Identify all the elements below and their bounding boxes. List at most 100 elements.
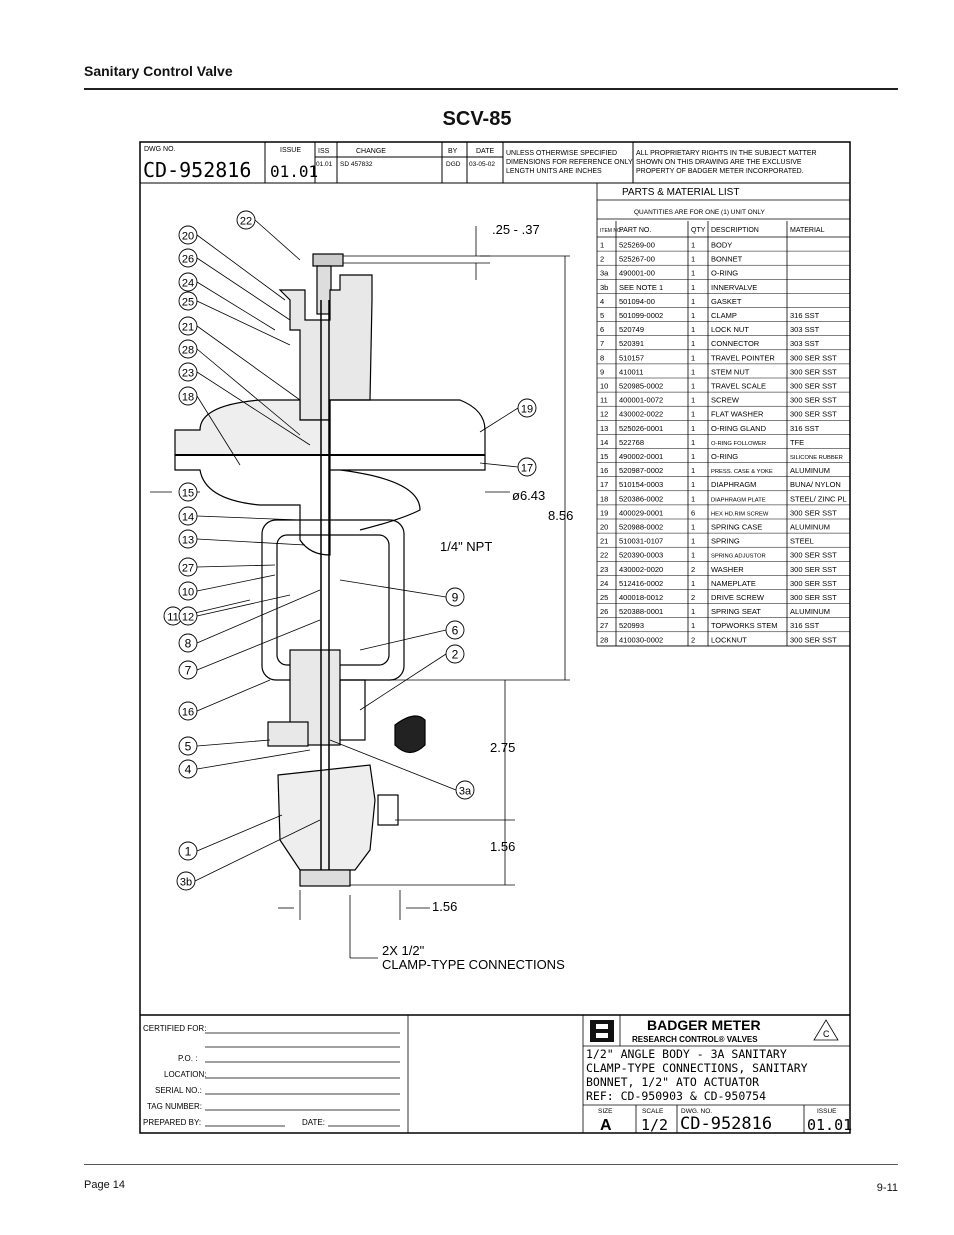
parts-cell: 7 bbox=[600, 339, 604, 348]
parts-cell: 15 bbox=[600, 452, 608, 461]
balloon-label: 22 bbox=[240, 216, 252, 228]
balloon-circle bbox=[178, 660, 198, 680]
parts-cell: STEEL bbox=[790, 537, 814, 546]
header-rule bbox=[84, 88, 898, 90]
parts-cell: TFE bbox=[790, 438, 804, 447]
balloon-label: 27 bbox=[182, 563, 194, 575]
parts-cell: 525267-00 bbox=[619, 255, 655, 264]
balloon-circle bbox=[178, 362, 198, 382]
parts-cell: 400018-0012 bbox=[619, 593, 663, 602]
balloon-label: 25 bbox=[182, 297, 194, 309]
parts-cell: 18 bbox=[600, 494, 608, 503]
parts-cell: 520388-0001 bbox=[619, 607, 663, 616]
balloon-leader bbox=[196, 300, 291, 346]
footer-rule bbox=[84, 1164, 898, 1165]
parts-cell: 17 bbox=[600, 480, 608, 489]
balloon-label: 8 bbox=[185, 637, 192, 651]
balloon-label: 19 bbox=[521, 404, 533, 416]
conn-line-2: CLAMP-TYPE CONNECTIONS bbox=[382, 957, 565, 972]
balloon-label: 5 bbox=[185, 740, 192, 754]
issue-value: 01.01 bbox=[270, 162, 318, 181]
balloon-label: 1 bbox=[185, 845, 192, 859]
balloon-label: 12 bbox=[182, 612, 194, 624]
parts-cell: BONNET bbox=[711, 255, 743, 264]
balloon-circle bbox=[178, 316, 198, 336]
parts-cell: 1 bbox=[691, 537, 695, 546]
dwg-no: CD-952816 bbox=[143, 158, 251, 182]
parts-cell: 1 bbox=[691, 480, 695, 489]
issue-label-2: ISSUE bbox=[817, 1108, 837, 1115]
parts-cell: 520390-0003 bbox=[619, 551, 663, 560]
company-name: BADGER METER bbox=[647, 1017, 761, 1033]
prepared-by-label: PREPARED BY: bbox=[143, 1118, 201, 1127]
parts-cell: SILICONE RUBBER bbox=[790, 455, 843, 461]
parts-cell: 316 SST bbox=[790, 424, 820, 433]
parts-cell: 430002-0022 bbox=[619, 410, 663, 419]
parts-cell: 13 bbox=[600, 424, 608, 433]
prop-3: PROPERTY OF BADGER METER INCORPORATED. bbox=[636, 168, 804, 175]
parts-header-cell: QTY bbox=[691, 227, 706, 234]
balloon-circle bbox=[178, 272, 198, 292]
dim-mid: 2.75 bbox=[490, 740, 515, 755]
balloon-label: 3a bbox=[459, 786, 472, 798]
parts-cell: DRIVE SCREW bbox=[711, 593, 765, 602]
parts-cell: 300 SER SST bbox=[790, 593, 837, 602]
balloon-label: 2 bbox=[452, 648, 459, 662]
parts-cell: 24 bbox=[600, 579, 608, 588]
parts-cell: SPRING CASE bbox=[711, 523, 762, 532]
parts-header-cell: DESCRIPTION bbox=[711, 227, 759, 234]
dwg-label: DWG. NO. bbox=[681, 1108, 712, 1115]
parts-cell: 1 bbox=[691, 494, 695, 503]
balloon-label: 14 bbox=[182, 512, 194, 524]
parts-cell: HEX HD.RIM SCREW bbox=[711, 511, 769, 517]
parts-cell: 25 bbox=[600, 593, 608, 602]
parts-cell: LOCKNUT bbox=[711, 635, 747, 644]
parts-cell: 16 bbox=[600, 466, 608, 475]
balloon-leader bbox=[196, 371, 311, 446]
balloon-leader bbox=[196, 348, 301, 436]
parts-cell: O-RING FOLLOWER bbox=[711, 441, 766, 447]
balloon-circle bbox=[455, 780, 475, 800]
balloon-circle bbox=[178, 248, 198, 268]
parts-cell: 8 bbox=[600, 353, 604, 362]
parts-cell: 525269-00 bbox=[619, 241, 655, 250]
parts-cell: GASKET bbox=[711, 297, 742, 306]
valve-cross-section bbox=[174, 253, 486, 887]
parts-cell: 22 bbox=[600, 551, 608, 560]
balloon-leader bbox=[329, 739, 457, 791]
certification-block bbox=[140, 1014, 850, 1133]
balloon-leader bbox=[196, 395, 241, 466]
by-label: BY bbox=[448, 148, 458, 155]
parts-cell: 1 bbox=[691, 255, 695, 264]
row-date: 03-05-02 bbox=[469, 161, 495, 168]
balloon-circle bbox=[178, 736, 198, 756]
balloon-circle bbox=[517, 398, 537, 418]
parts-cell: 1 bbox=[691, 297, 695, 306]
balloon-leader bbox=[196, 257, 291, 321]
parts-cell: 12 bbox=[600, 410, 608, 419]
parts-cell: 300 SER SST bbox=[790, 353, 837, 362]
parts-cell: SPRING SEAT bbox=[711, 607, 761, 616]
balloon-circle bbox=[178, 529, 198, 549]
parts-cell: 1 bbox=[691, 579, 695, 588]
row-iss: 01.01 bbox=[316, 161, 333, 168]
parts-cell: 1 bbox=[691, 367, 695, 376]
parts-cell: BUNA/ NYLON bbox=[790, 480, 841, 489]
balloon-leader bbox=[196, 515, 301, 521]
parts-cell: 2 bbox=[691, 593, 695, 602]
balloon-circle bbox=[445, 587, 465, 607]
parts-cell: 1 bbox=[691, 382, 695, 391]
balloon-circle bbox=[178, 339, 198, 359]
balloon-leader bbox=[479, 462, 519, 468]
parts-cell: 1 bbox=[691, 241, 695, 250]
parts-cell: 2 bbox=[691, 565, 695, 574]
balloon-leader bbox=[194, 819, 321, 882]
parts-cell: 14 bbox=[600, 438, 608, 447]
rev-letter: C bbox=[823, 1029, 830, 1039]
parts-cell: 2 bbox=[691, 635, 695, 644]
parts-cell: 10 bbox=[600, 382, 608, 391]
parts-cell: SPRING ADJUSTOR bbox=[711, 554, 766, 560]
parts-cell: 410011 bbox=[619, 367, 643, 376]
parts-cell: 520985-0002 bbox=[619, 382, 663, 391]
